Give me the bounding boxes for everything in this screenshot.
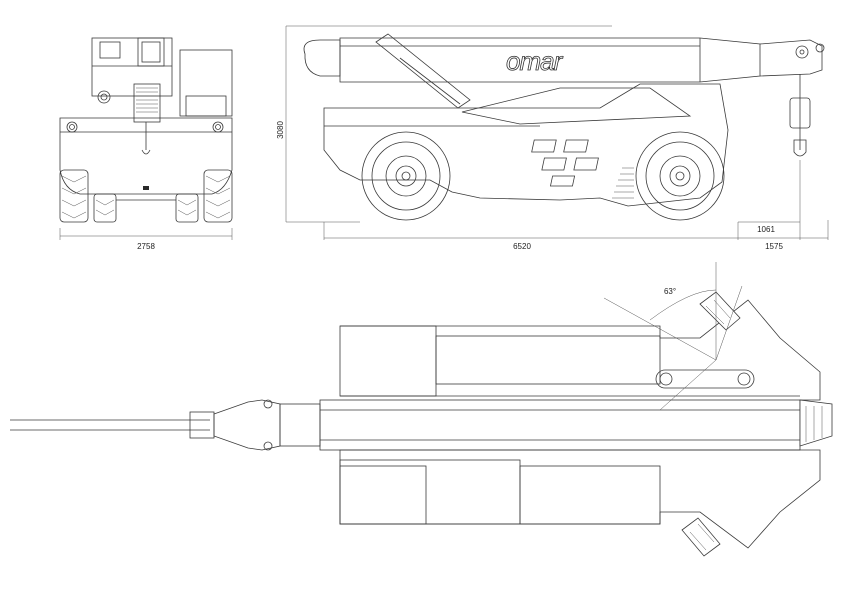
side-view: omar	[285, 25, 829, 240]
steering-angle-label: 63°	[664, 287, 676, 296]
top-view	[10, 262, 833, 557]
wheelbase-label: 6520	[513, 242, 531, 251]
front-overhang-label: 1575	[765, 242, 783, 251]
front-width-label: 2758	[137, 242, 155, 251]
overall-height-label: 3080	[276, 121, 285, 139]
hook-overhang-label: 1061	[757, 225, 775, 234]
front-view	[59, 37, 233, 240]
brand-logo: omar	[506, 46, 564, 76]
